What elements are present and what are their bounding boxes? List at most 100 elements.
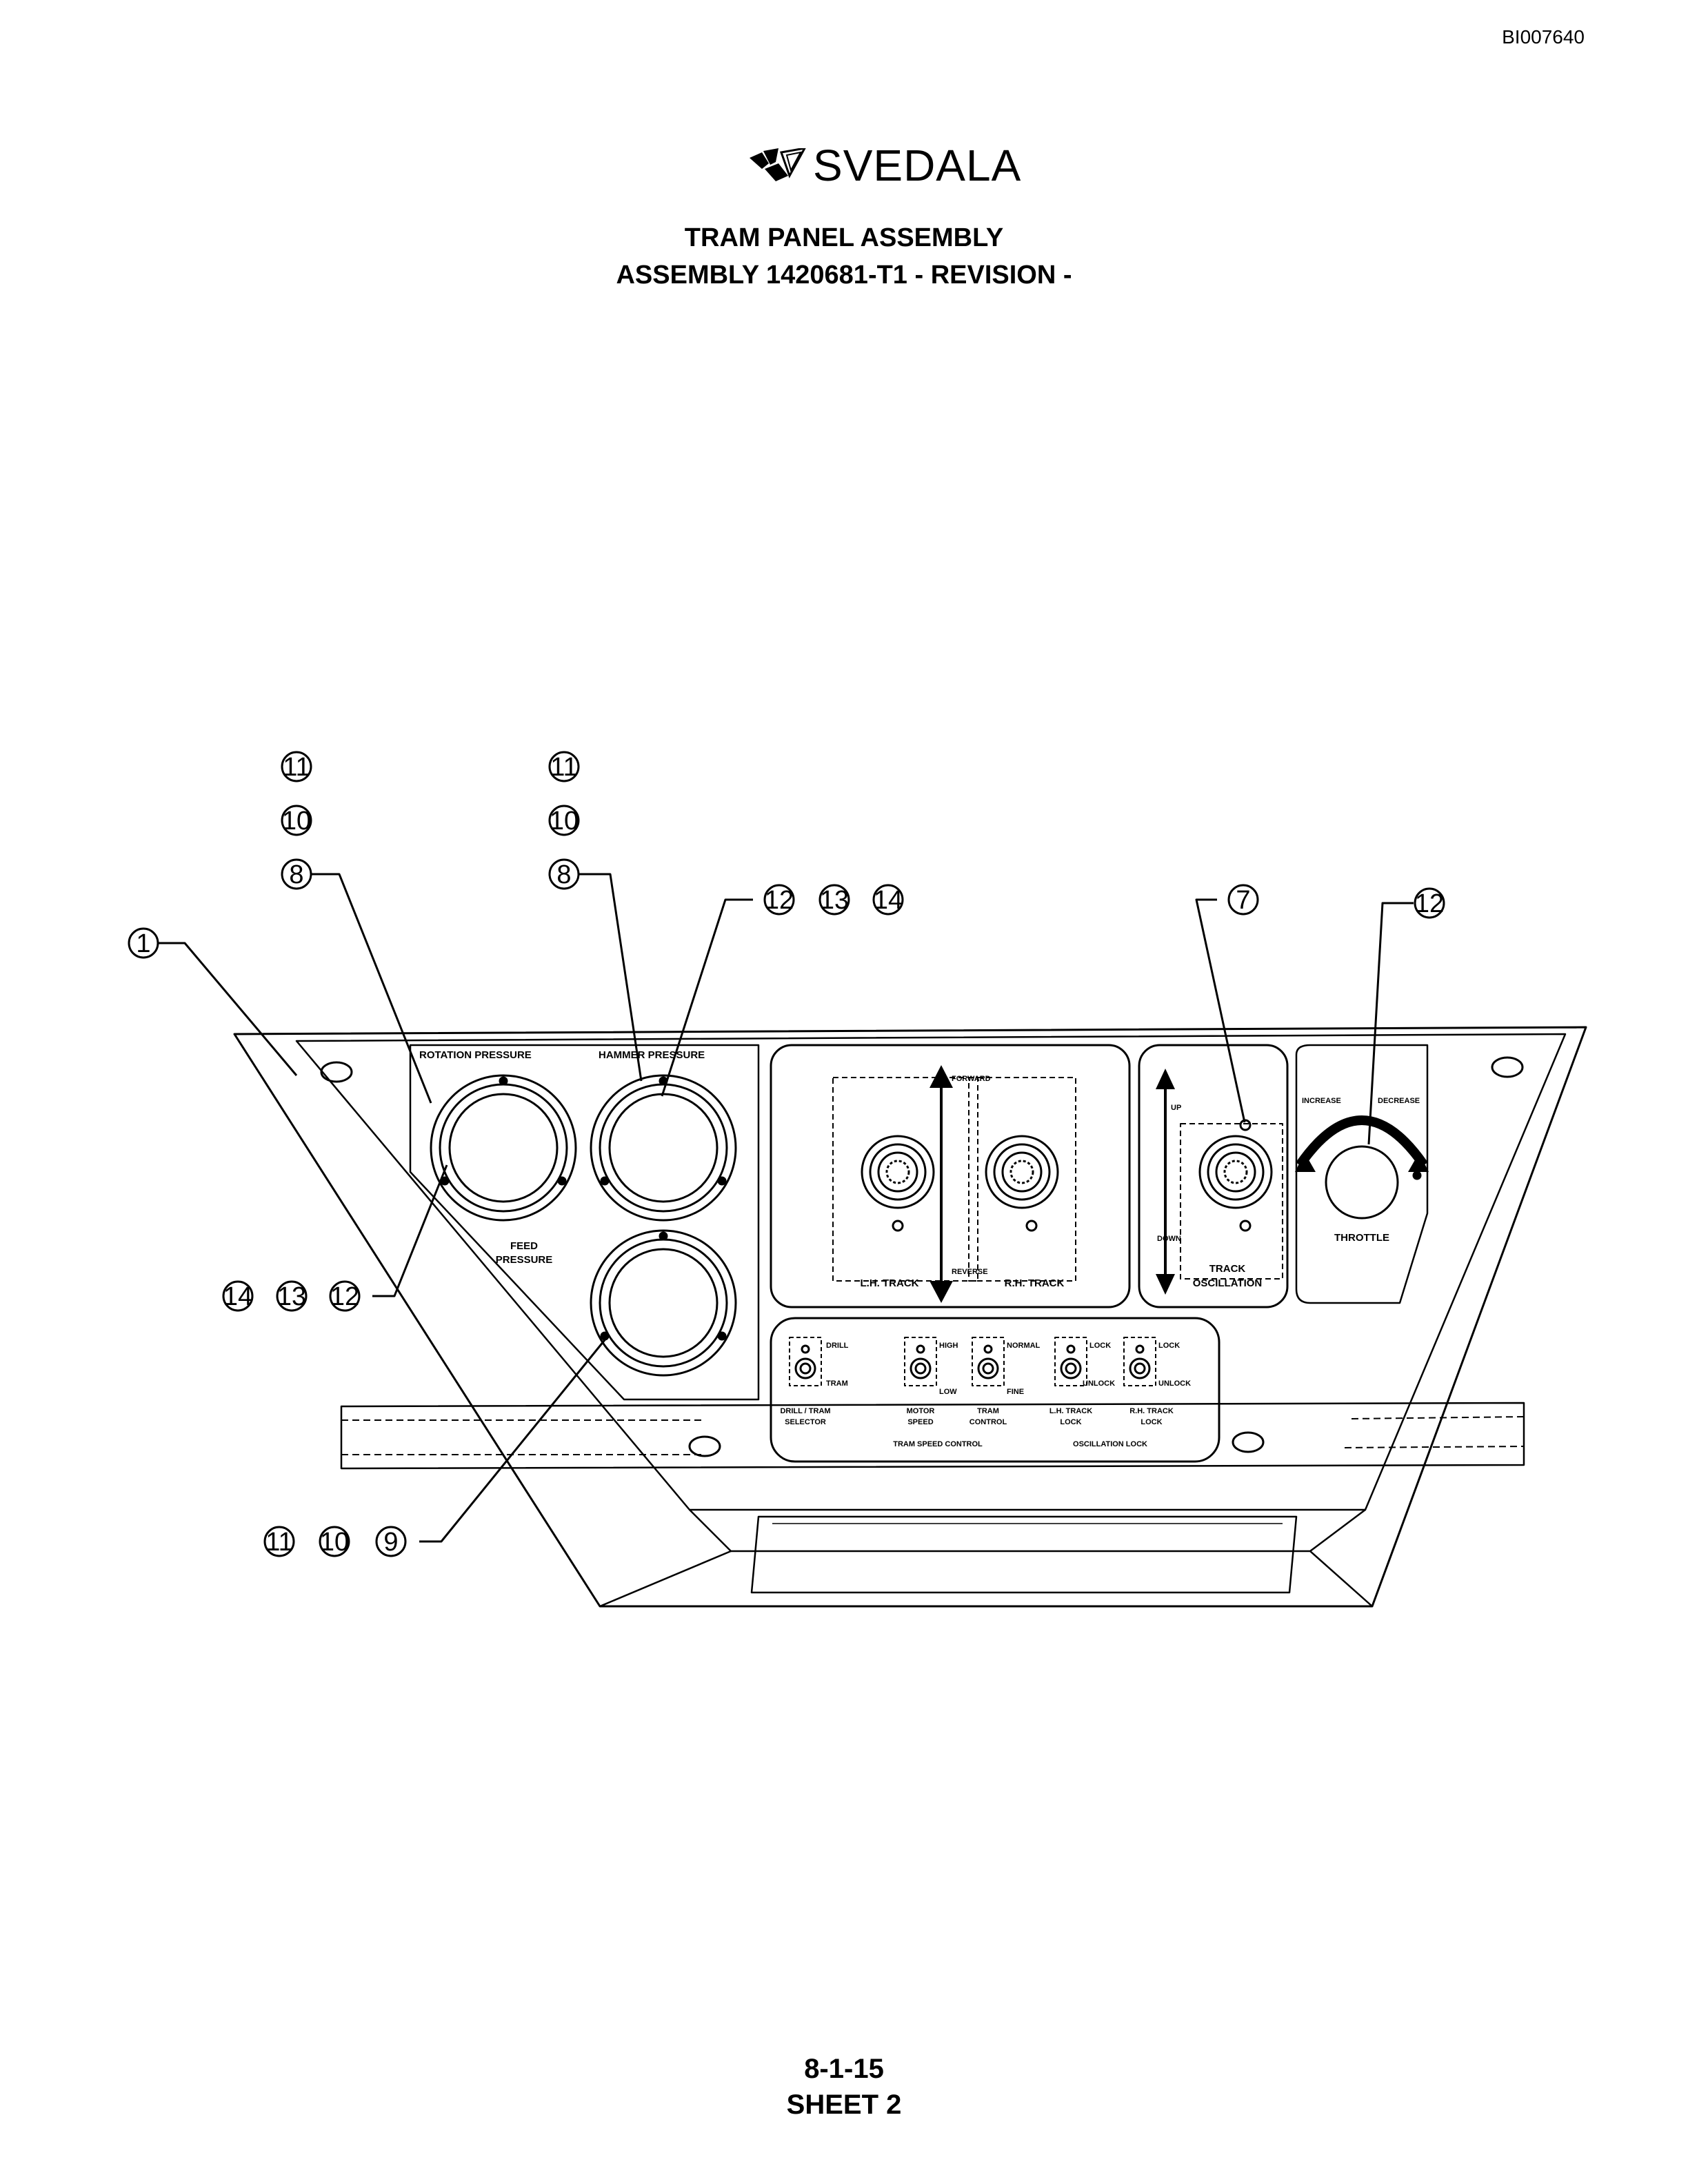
label-up: UP <box>1171 1104 1181 1112</box>
throttle-arc <box>1296 1115 1428 1168</box>
title-line-2: ASSEMBLY 1420681-T1 - REVISION - <box>616 261 1072 290</box>
leader-14-lower <box>372 1164 448 1297</box>
label-rh-track: R.H. TRACK <box>1005 1277 1065 1289</box>
track-oscillation-joystick <box>1198 1135 1273 1209</box>
callout-left-8: 8 <box>289 860 303 889</box>
rh-track-lock-switch <box>1129 1344 1151 1379</box>
label-hammer-pressure: HAMMER PRESSURE <box>599 1049 705 1061</box>
base-bracket <box>340 1402 1525 1470</box>
leader-8-mid <box>579 873 643 1082</box>
label-rh-track-lock-1: R.H. TRACK <box>1129 1407 1174 1415</box>
label-drill-tram-selector-2: SELECTOR <box>785 1418 826 1426</box>
label-feed-1: FEED <box>510 1240 538 1252</box>
throttle-subpanel <box>1295 1044 1429 1304</box>
leader-9 <box>419 1337 608 1543</box>
callout-lower-14: 14 <box>223 1282 252 1311</box>
callout-left-11: 11 <box>283 753 310 782</box>
mount-slot-bottom-left <box>688 1435 721 1457</box>
hammer-pressure-gauge <box>590 1074 737 1222</box>
label-track-oscillation-1: TRACK <box>1209 1263 1246 1275</box>
throttle-knob <box>1325 1145 1399 1220</box>
sheet-number: SHEET 2 <box>786 2090 902 2120</box>
tram-control-switch <box>977 1344 999 1379</box>
label-feed-2: PRESSURE <box>496 1254 553 1266</box>
document-id: BI007640 <box>1502 26 1585 48</box>
label-low: LOW <box>939 1388 957 1396</box>
drill-tram-selector-switch <box>794 1344 816 1379</box>
title-block: TRAM PANEL ASSEMBLY ASSEMBLY 1420681-T1 … <box>0 219 1688 294</box>
feed-pressure-gauge <box>590 1229 737 1377</box>
label-motor-speed-2: SPEED <box>907 1418 933 1426</box>
label-drill: DRILL <box>826 1342 849 1350</box>
label-oscillation-lock: OSCILLATION LOCK <box>1073 1440 1147 1448</box>
title-line-1: TRAM PANEL ASSEMBLY <box>684 223 1004 252</box>
callout-bottom-9: 9 <box>383 1528 398 1557</box>
mount-slot-bottom-right <box>1232 1431 1265 1453</box>
lh-track-lock-switch <box>1060 1344 1082 1379</box>
callout-7: 7 <box>1236 886 1250 915</box>
callout-upper-13: 13 <box>820 886 849 915</box>
mount-slot-left <box>320 1061 353 1083</box>
callout-mid-8: 8 <box>556 860 571 889</box>
label-tram: TRAM <box>826 1379 848 1388</box>
page-number: 8-1-15 <box>804 2054 884 2084</box>
callout-throttle-12: 12 <box>1415 889 1444 918</box>
panel-outline <box>233 1026 1587 1608</box>
label-track-oscillation-2: OSCILLATION <box>1193 1277 1263 1289</box>
callout-lower-12: 12 <box>330 1282 359 1311</box>
label-lh-track-lock-2: LOCK <box>1060 1418 1081 1426</box>
logo: SVEDALA <box>748 138 1021 193</box>
bottom-tray <box>689 1509 1366 1553</box>
label-lh-track: L.H. TRACK <box>861 1277 919 1289</box>
leader-8-left <box>312 873 432 1104</box>
label-unlock-1: UNLOCK <box>1083 1379 1115 1388</box>
label-drill-tram-selector-1: DRILL / TRAM <box>780 1407 830 1415</box>
label-lock-2: LOCK <box>1158 1342 1180 1350</box>
label-tram-speed-control: TRAM SPEED CONTROL <box>893 1440 983 1448</box>
svedala-logo-icon <box>750 148 806 181</box>
leader-7 <box>1195 898 1246 1123</box>
rotation-pressure-gauge <box>430 1074 577 1222</box>
label-forward: FORWARD <box>952 1075 991 1083</box>
callout-upper-14: 14 <box>874 886 903 915</box>
leader-12-throttle <box>1367 902 1414 1145</box>
callout-mid-10: 10 <box>550 807 579 836</box>
label-down: DOWN <box>1157 1235 1181 1243</box>
panel-inner-outline <box>295 1033 1567 1511</box>
label-throttle: THROTTLE <box>1334 1232 1389 1244</box>
track-oscillation-subpanel <box>1138 1044 1289 1308</box>
label-tram-control-1: TRAM <box>977 1407 999 1415</box>
callout-bottom-10: 10 <box>320 1528 349 1557</box>
lh-track-joystick <box>861 1135 935 1209</box>
logo-text: SVEDALA <box>813 141 1022 190</box>
leader-12-upper <box>661 898 753 1097</box>
callout-1: 1 <box>136 929 150 958</box>
label-increase: INCREASE <box>1302 1097 1341 1105</box>
callout-mid-11: 11 <box>550 753 577 782</box>
label-lock-1: LOCK <box>1089 1342 1111 1350</box>
callout-lower-13: 13 <box>277 1282 306 1311</box>
label-rh-track-lock-2: LOCK <box>1141 1418 1162 1426</box>
switch-subpanel <box>770 1317 1220 1463</box>
rh-track-joystick <box>985 1135 1059 1209</box>
label-normal: NORMAL <box>1007 1342 1041 1350</box>
label-unlock-2: UNLOCK <box>1158 1379 1191 1388</box>
footer-block: 8-1-15 SHEET 2 <box>0 2051 1688 2123</box>
label-high: HIGH <box>939 1342 958 1350</box>
label-tram-control-2: CONTROL <box>969 1418 1007 1426</box>
motor-speed-switch <box>910 1344 932 1379</box>
callout-upper-12: 12 <box>765 886 794 915</box>
gauge-subpanel <box>409 1044 760 1401</box>
track-control-subpanel <box>770 1044 1131 1308</box>
leader-1 <box>157 942 298 1076</box>
label-decrease: DECREASE <box>1378 1097 1420 1105</box>
label-lh-track-lock-1: L.H. TRACK <box>1049 1407 1092 1415</box>
callout-bottom-11: 11 <box>265 1528 292 1557</box>
label-rotation-pressure: ROTATION PRESSURE <box>419 1049 532 1061</box>
label-reverse: REVERSE <box>952 1268 988 1276</box>
label-motor-speed-1: MOTOR <box>907 1407 935 1415</box>
label-fine: FINE <box>1007 1388 1024 1396</box>
mount-slot-right <box>1491 1056 1524 1078</box>
callout-left-10: 10 <box>282 807 311 836</box>
